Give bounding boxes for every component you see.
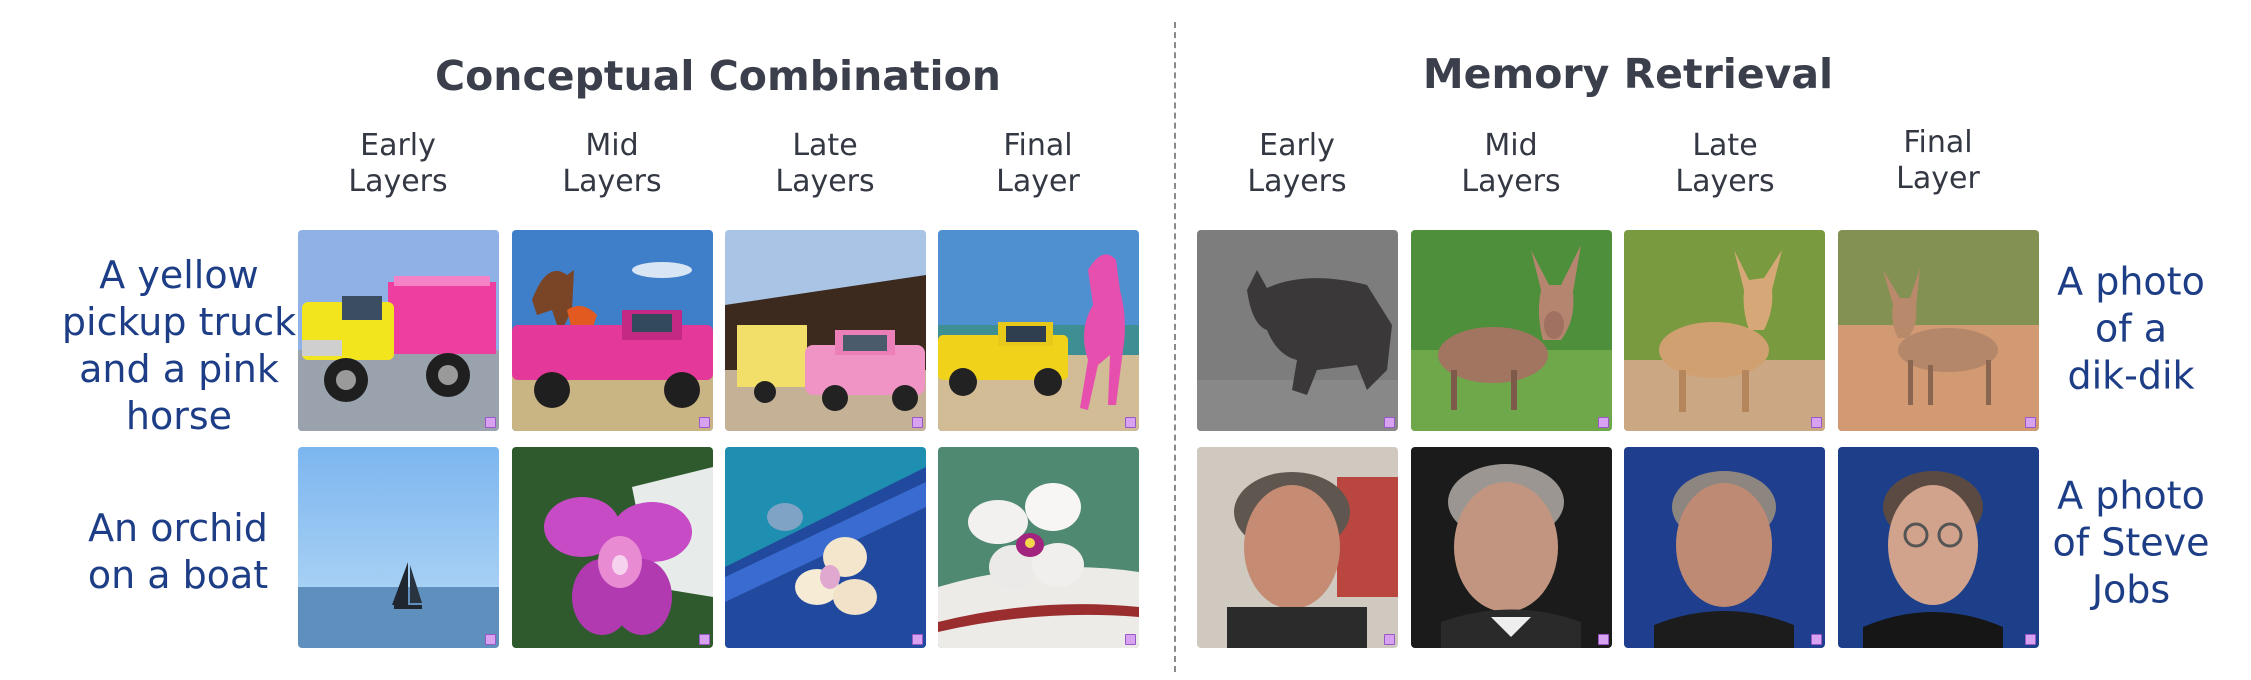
- column-header-line: Layer: [996, 164, 1080, 199]
- image-orchid-boat-final: [938, 447, 1139, 648]
- column-header-line: Layer: [1896, 161, 1980, 196]
- column-header-early-layers: Early Layers: [288, 128, 508, 200]
- prompt-line: pickup truck: [61, 300, 297, 344]
- column-header-line: Layers: [562, 164, 662, 199]
- watermark-icon: [2025, 634, 2036, 645]
- column-header-line: Layers: [1461, 164, 1561, 199]
- watermark-icon: [485, 417, 496, 428]
- column-header-line: Layers: [348, 164, 448, 199]
- watermark-icon: [699, 634, 710, 645]
- prompt-line: A photo: [2057, 473, 2205, 518]
- column-header-line: Early: [1259, 128, 1335, 163]
- section-title-memory-retrieval: Memory Retrieval: [1422, 50, 1834, 98]
- prompt-dik-dik: A photo of a dik-dik: [2001, 259, 2251, 400]
- image-truck-horse-mid: [512, 230, 713, 431]
- image-dik-dik-final: [1838, 230, 2039, 431]
- prompt-line: dik-dik: [2067, 353, 2195, 398]
- prompt-line: A yellow: [99, 253, 259, 297]
- watermark-icon: [912, 417, 923, 428]
- prompt-line: A photo: [2057, 259, 2205, 304]
- section-title-conceptual-combination: Conceptual Combination: [435, 52, 1001, 100]
- image-dik-dik-mid: [1411, 230, 1612, 431]
- image-orchid-boat-mid: [512, 447, 713, 648]
- image-truck-horse-early: [298, 230, 499, 431]
- prompt-line: of a: [2095, 306, 2167, 351]
- column-header-line: Late: [792, 128, 858, 163]
- prompt-line: An orchid: [88, 506, 268, 550]
- column-header-line: Late: [1692, 128, 1758, 163]
- prompt-line: horse: [125, 394, 233, 438]
- column-header-mid-layers: Mid Layers: [1401, 128, 1621, 200]
- watermark-icon: [1125, 417, 1136, 428]
- prompt-line: of Steve: [2052, 520, 2210, 565]
- image-truck-horse-final: [938, 230, 1139, 431]
- column-header-final-layer: Final Layer: [928, 128, 1148, 200]
- image-orchid-boat-early: [298, 447, 499, 648]
- column-header-late-layers: Late Layers: [1615, 128, 1835, 200]
- watermark-icon: [912, 634, 923, 645]
- column-header-late-layers: Late Layers: [715, 128, 935, 200]
- watermark-icon: [1125, 634, 1136, 645]
- image-steve-jobs-mid: [1411, 447, 1612, 648]
- watermark-icon: [1811, 634, 1822, 645]
- image-steve-jobs-final: [1838, 447, 2039, 648]
- column-header-line: Layers: [1675, 164, 1775, 199]
- column-header-line: Layers: [1247, 164, 1347, 199]
- column-header-line: Mid: [585, 128, 639, 163]
- prompt-orchid-on-boat: An orchid on a boat: [48, 505, 308, 599]
- watermark-icon: [699, 417, 710, 428]
- prompt-line: Jobs: [2091, 567, 2171, 612]
- image-steve-jobs-early: [1197, 447, 1398, 648]
- column-header-line: Final: [1903, 125, 1973, 160]
- image-steve-jobs-late: [1624, 447, 1825, 648]
- column-header-line: Layers: [775, 164, 875, 199]
- watermark-icon: [1384, 634, 1395, 645]
- image-truck-horse-late: [725, 230, 926, 431]
- watermark-icon: [1384, 417, 1395, 428]
- watermark-icon: [485, 634, 496, 645]
- column-header-mid-layers: Mid Layers: [502, 128, 722, 200]
- prompt-yellow-truck-pink-horse: A yellow pickup truck and a pink horse: [49, 252, 309, 440]
- column-header-line: Mid: [1484, 128, 1538, 163]
- column-header-line: Final: [1003, 128, 1073, 163]
- prompt-line: and a pink: [79, 347, 279, 391]
- column-header-final-layer: Final Layer: [1828, 125, 2048, 197]
- column-header-line: Early: [360, 128, 436, 163]
- image-dik-dik-early: [1197, 230, 1398, 431]
- watermark-icon: [2025, 417, 2036, 428]
- watermark-icon: [1598, 634, 1609, 645]
- watermark-icon: [1811, 417, 1822, 428]
- image-dik-dik-late: [1624, 230, 1825, 431]
- panel-divider: [1174, 22, 1176, 672]
- watermark-icon: [1598, 417, 1609, 428]
- image-orchid-boat-late: [725, 447, 926, 648]
- column-header-early-layers: Early Layers: [1187, 128, 1407, 200]
- prompt-steve-jobs: A photo of Steve Jobs: [2001, 473, 2251, 614]
- prompt-line: on a boat: [87, 553, 269, 597]
